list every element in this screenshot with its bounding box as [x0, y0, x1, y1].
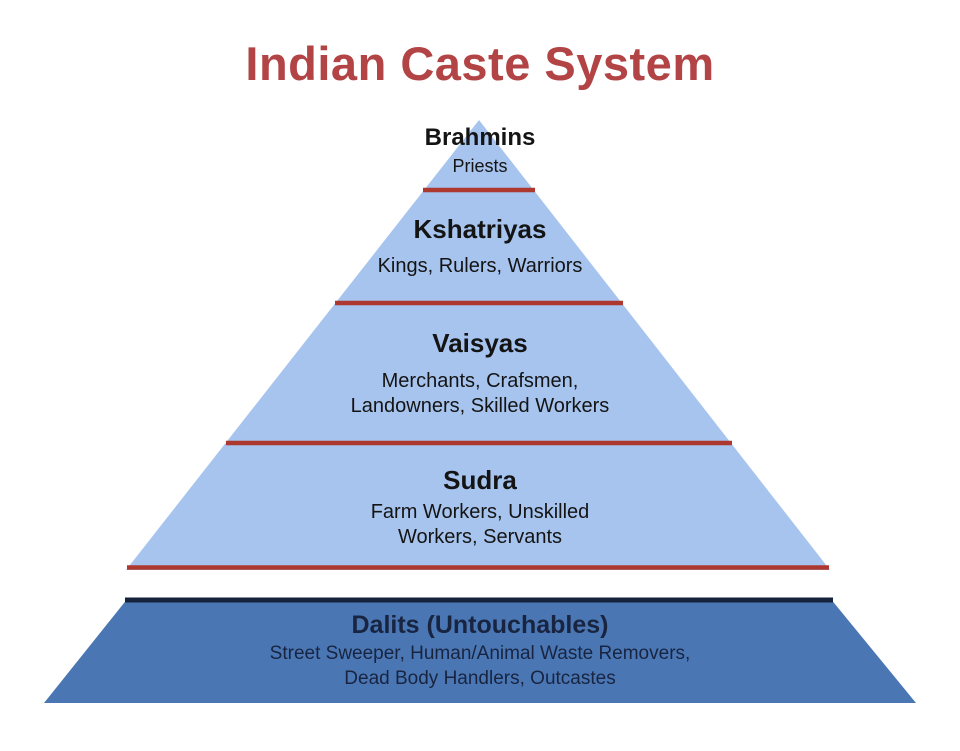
level-desc-vaisyas: Merchants, Crafsmen, Landowners, Skilled… — [0, 369, 960, 419]
level-name-dalits: Dalits (Untouchables) — [351, 611, 609, 639]
level-desc-line: Farm Workers, Unskilled — [370, 501, 590, 523]
level-desc-dalits: Street Sweeper, Human/Animal Waste Remov… — [0, 641, 960, 691]
level-desc-line: Workers, Servants — [397, 526, 563, 548]
page-title: Indian Caste System — [245, 37, 715, 90]
dalits-shape — [44, 598, 916, 703]
level-name-kshatriyas: Kshatriyas — [413, 214, 547, 244]
level-desc-line: Priests — [452, 156, 508, 176]
level-desc-line: Landowners, Skilled Workers — [350, 395, 610, 417]
level-desc-line: Kings, Rulers, Warriors — [377, 255, 583, 277]
level-name-brahmins: Brahmins — [424, 124, 536, 151]
level-desc-kshatriyas: Kings, Rulers, Warriors — [0, 253, 960, 279]
pyramid-upper-shape — [126, 120, 830, 570]
level-desc-line: Street Sweeper, Human/Animal Waste Remov… — [269, 643, 691, 664]
level-desc-brahmins: Priests — [0, 154, 960, 178]
level-name-sudra: Sudra — [443, 465, 517, 495]
level-desc-sudra: Farm Workers, Unskilled Workers, Servant… — [0, 500, 960, 550]
level-name-vaisyas: Vaisyas — [432, 328, 528, 358]
level-desc-line: Merchants, Crafsmen, — [381, 370, 579, 392]
level-desc-line: Dead Body Handlers, Outcastes — [344, 668, 616, 689]
